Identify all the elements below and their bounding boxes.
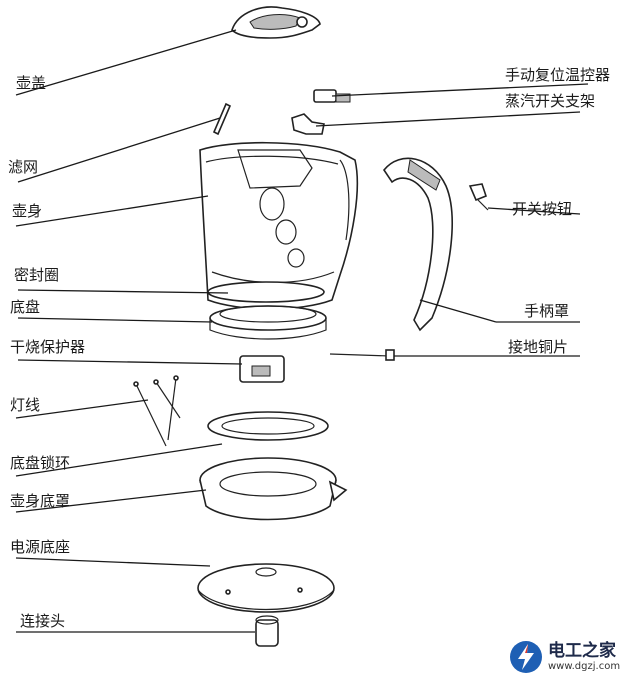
label-connector: 连接头 [20, 612, 65, 630]
base-plate-part [209, 305, 327, 340]
watermark-text: 电工之家 www.dgzj.com [548, 641, 620, 673]
base-lock-ring-part [207, 411, 329, 441]
label-handle-cover: 手柄罩 [524, 302, 569, 320]
label-base-plate: 底盘 [10, 298, 40, 316]
lid-part [231, 6, 321, 39]
body-base-cover-part [199, 457, 348, 521]
steam-bracket-part [291, 113, 325, 135]
label-lamp-wire: 灯线 [10, 396, 40, 414]
label-dry-boil-protector: 干烧保护器 [10, 338, 85, 356]
dry-boil-protector-part [239, 355, 285, 383]
label-filter: 滤网 [8, 158, 38, 176]
filter-part [212, 102, 232, 136]
label-lid: 壶盖 [16, 74, 46, 92]
label-manual-reset-thermostat: 手动复位温控器 [505, 66, 610, 84]
handle-cover-part [383, 157, 453, 332]
kettle-body-part [199, 141, 359, 310]
label-body: 壶身 [12, 202, 42, 220]
watermark-name: 电工之家 [548, 640, 616, 661]
label-base-lock-ring: 底盘锁环 [10, 454, 70, 472]
connector-part [255, 615, 279, 647]
leader-lines [15, 29, 589, 633]
label-ground-copper-strip: 接地铜片 [508, 338, 568, 356]
label-switch-button: 开关按钮 [512, 200, 572, 218]
label-seal-ring: 密封圈 [14, 266, 59, 284]
label-steam-switch-bracket: 蒸汽开关支架 [505, 92, 595, 110]
lamp-wire-part [133, 375, 181, 447]
watermark: 电工之家 www.dgzj.com [508, 630, 640, 683]
label-body-base-cover: 壶身底罩 [10, 492, 70, 510]
power-base-part [197, 563, 335, 613]
ground-strip-part [329, 349, 395, 361]
label-power-base: 电源底座 [10, 538, 70, 556]
watermark-url: www.dgzj.com [548, 660, 621, 672]
switch-button-part [468, 183, 489, 211]
lightning-bolt-logo-icon [510, 640, 542, 673]
part-labels: 壶盖 手动复位温控器 蒸汽开关支架 滤网 壶身 开关按钮 密封圈 底盘 手柄罩 … [8, 66, 610, 630]
seal-ring-part [207, 281, 325, 303]
